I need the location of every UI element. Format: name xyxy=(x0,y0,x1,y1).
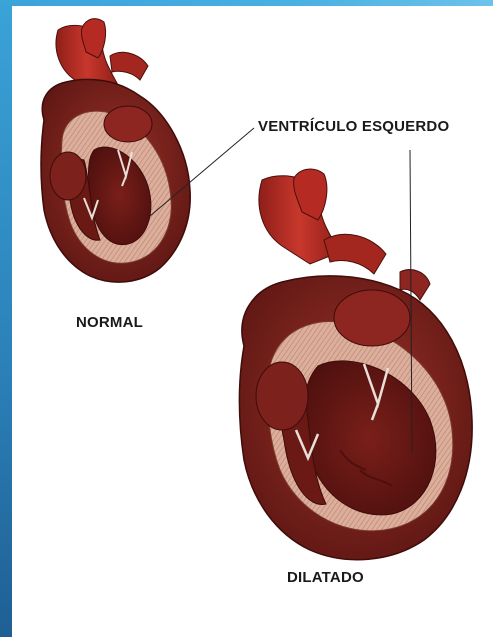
label-normal: NORMAL xyxy=(76,314,143,331)
normal-heart xyxy=(41,19,190,282)
label-dilatado: DILATADO xyxy=(287,569,364,586)
dilated-left-atrium xyxy=(334,290,410,346)
normal-right-atrium xyxy=(50,152,86,200)
dilated-right-atrium xyxy=(256,362,308,430)
label-ventriculo-esquerdo: VENTRÍCULO ESQUERDO xyxy=(258,118,449,135)
dilated-heart xyxy=(240,169,473,560)
normal-left-atrium xyxy=(104,106,152,142)
vessel-normal-3 xyxy=(110,52,148,80)
vessel-dilated-3 xyxy=(324,234,386,274)
